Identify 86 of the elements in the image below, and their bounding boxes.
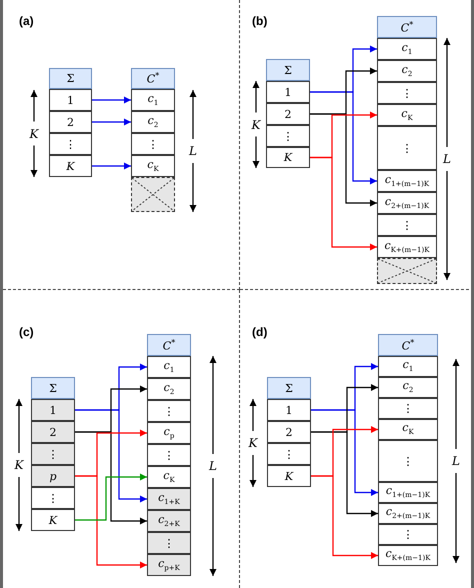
dimension-label: L xyxy=(209,460,217,472)
table-cell: c$_{p}$ xyxy=(147,422,191,444)
table-cell: c$_{K}$ xyxy=(377,104,437,126)
column-header: C$^{*}$ xyxy=(131,68,175,89)
table-cell: c$_{K}$ xyxy=(131,155,175,177)
arrow xyxy=(75,474,147,521)
column-header: Σ xyxy=(31,377,75,399)
table-cell: c$_{2}$ xyxy=(377,60,437,82)
table-cell: 2 xyxy=(267,421,311,443)
table-cell: ⋮ xyxy=(377,82,437,104)
arrow xyxy=(310,156,377,250)
table-cell: c$_{1+K}$ xyxy=(147,488,191,510)
table-cell: ⋮ xyxy=(267,443,311,465)
table-cell: c$_{K}$ xyxy=(378,419,438,440)
table-cell: c$_{1}$ xyxy=(378,356,438,377)
dimension-label: L xyxy=(452,455,460,467)
dimension-label: K xyxy=(30,128,38,140)
table-cell: ⋮ xyxy=(377,214,437,236)
column-header: Σ xyxy=(49,68,92,89)
table-cell: c$_{1}$ xyxy=(147,356,191,378)
panel-label: (c) xyxy=(19,325,34,339)
table-cell: 1 xyxy=(31,399,75,421)
panel-label: (b) xyxy=(252,14,268,28)
table-cell: c$_{1+(m−1)K}$ xyxy=(378,482,438,503)
column-header: C$^{*}$ xyxy=(147,334,191,356)
table-cell: 2 xyxy=(49,111,92,133)
panel xyxy=(3,0,240,290)
arrow xyxy=(310,91,377,184)
table-cell: c$_{1}$ xyxy=(377,38,437,60)
table-cell: c$_{p+K}$ xyxy=(147,554,191,576)
table-cell: K xyxy=(49,155,92,177)
table-cell: c$_{1}$ xyxy=(131,89,175,111)
table-cell: c$_{2+(m−1)K}$ xyxy=(378,503,438,524)
table-cell: ⋮ xyxy=(378,398,438,419)
arrow xyxy=(310,113,377,206)
dimension-label: L xyxy=(443,153,451,165)
table-cell: ⋮ xyxy=(266,125,310,147)
arrow xyxy=(75,409,147,502)
table-cell: ⋮ xyxy=(49,133,92,155)
dimension-label: K xyxy=(14,459,24,471)
table-cell: c$_{K+(m−1)K}$ xyxy=(378,545,438,566)
table-cell: ⋮ xyxy=(131,133,175,155)
table-cell: c$_{K}$ xyxy=(147,466,191,488)
arrow xyxy=(92,118,131,126)
table-cell: ⋮ xyxy=(147,400,191,422)
table-cell: c$_{K+(m−1)K}$ xyxy=(377,236,437,258)
arrow xyxy=(75,475,147,568)
table-cell: c$_{2+(m−1)K}$ xyxy=(377,192,437,214)
dimension-label: L xyxy=(189,145,197,157)
table-cell: ⋮ xyxy=(31,487,75,509)
empty-cell xyxy=(131,177,175,212)
table-cell: ⋮ xyxy=(378,440,438,482)
table-cell: ⋮ xyxy=(147,444,191,466)
arrow xyxy=(311,475,378,559)
table-cell: p xyxy=(31,465,75,487)
arrow xyxy=(92,162,131,170)
table-cell: c$_{2+K}$ xyxy=(147,510,191,532)
table-cell: ⋮ xyxy=(31,443,75,465)
table-cell: K xyxy=(267,465,311,487)
table-cell: c$_{2}$ xyxy=(147,378,191,400)
column-header: Σ xyxy=(266,59,310,81)
arrow xyxy=(311,431,378,517)
table-cell: ⋮ xyxy=(377,126,437,170)
dimension-label: K xyxy=(252,118,260,130)
table-cell: 2 xyxy=(266,103,310,125)
arrow xyxy=(92,96,131,104)
column-header: Σ xyxy=(267,377,311,399)
table-cell: K xyxy=(31,509,75,531)
table-cell: c$_{1+(m−1)K}$ xyxy=(377,170,437,192)
panel-label: (a) xyxy=(19,14,34,28)
table-cell: 1 xyxy=(267,399,311,421)
table-cell: ⋮ xyxy=(378,524,438,545)
table-cell: 2 xyxy=(31,421,75,443)
table-cell: 1 xyxy=(266,81,310,103)
arrow xyxy=(75,431,147,524)
column-header: C$^{*}$ xyxy=(377,16,437,38)
table-cell: c$_{2}$ xyxy=(378,377,438,398)
column-header: C$^{*}$ xyxy=(378,334,438,356)
table-cell: c$_{2}$ xyxy=(131,111,175,133)
dimension-label: K xyxy=(248,437,258,449)
table-cell: 1 xyxy=(49,89,92,111)
empty-cell xyxy=(377,258,437,284)
table-cell: K xyxy=(266,147,310,168)
panel-label: (d) xyxy=(252,325,268,339)
table-cell: ⋮ xyxy=(147,532,191,554)
arrow xyxy=(311,409,378,496)
